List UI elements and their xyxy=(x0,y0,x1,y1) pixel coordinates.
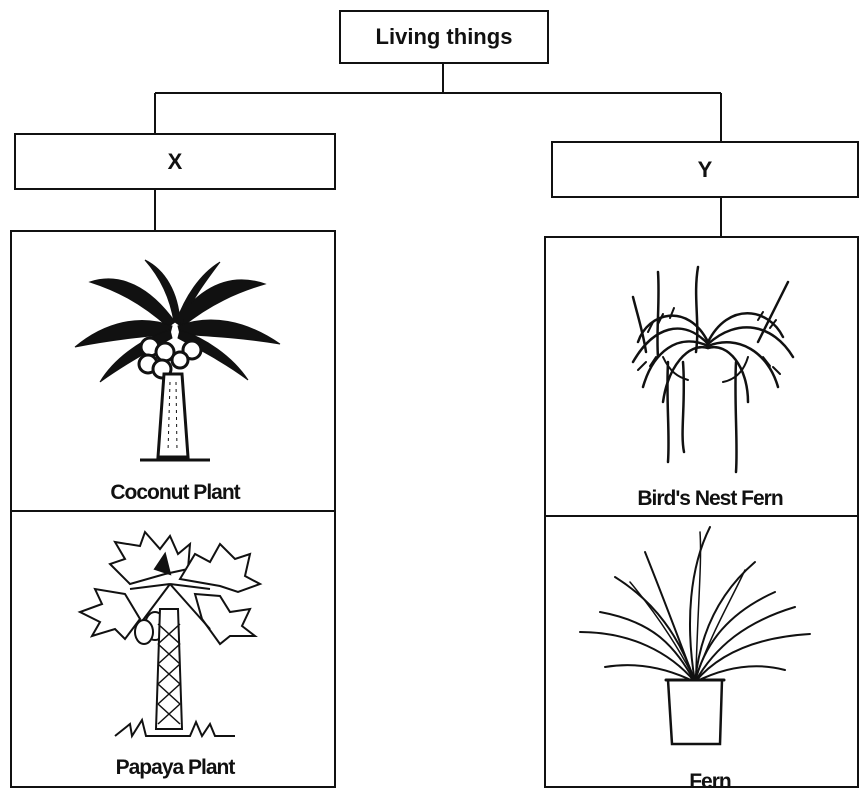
item-label-birds-nest-fern: Bird's Nest Fern xyxy=(590,487,830,511)
group-y-node: Y xyxy=(551,141,859,198)
item-label-papaya: Papaya Plant xyxy=(60,756,290,780)
panel-divider xyxy=(546,515,857,517)
birds-nest-fern-icon xyxy=(608,262,808,477)
group-x-node: X xyxy=(14,133,336,190)
coconut-tree-icon xyxy=(60,252,290,467)
root-label: Living things xyxy=(376,24,513,50)
root-node: Living things xyxy=(339,10,549,64)
item-label-fern: Fern xyxy=(590,770,830,794)
papaya-tree-icon xyxy=(70,524,270,749)
item-label-coconut: Coconut Plant xyxy=(60,481,290,505)
potted-fern-icon xyxy=(570,522,820,747)
group-y-label: Y xyxy=(698,157,713,183)
group-x-label: X xyxy=(168,149,183,175)
panel-divider xyxy=(12,510,334,512)
